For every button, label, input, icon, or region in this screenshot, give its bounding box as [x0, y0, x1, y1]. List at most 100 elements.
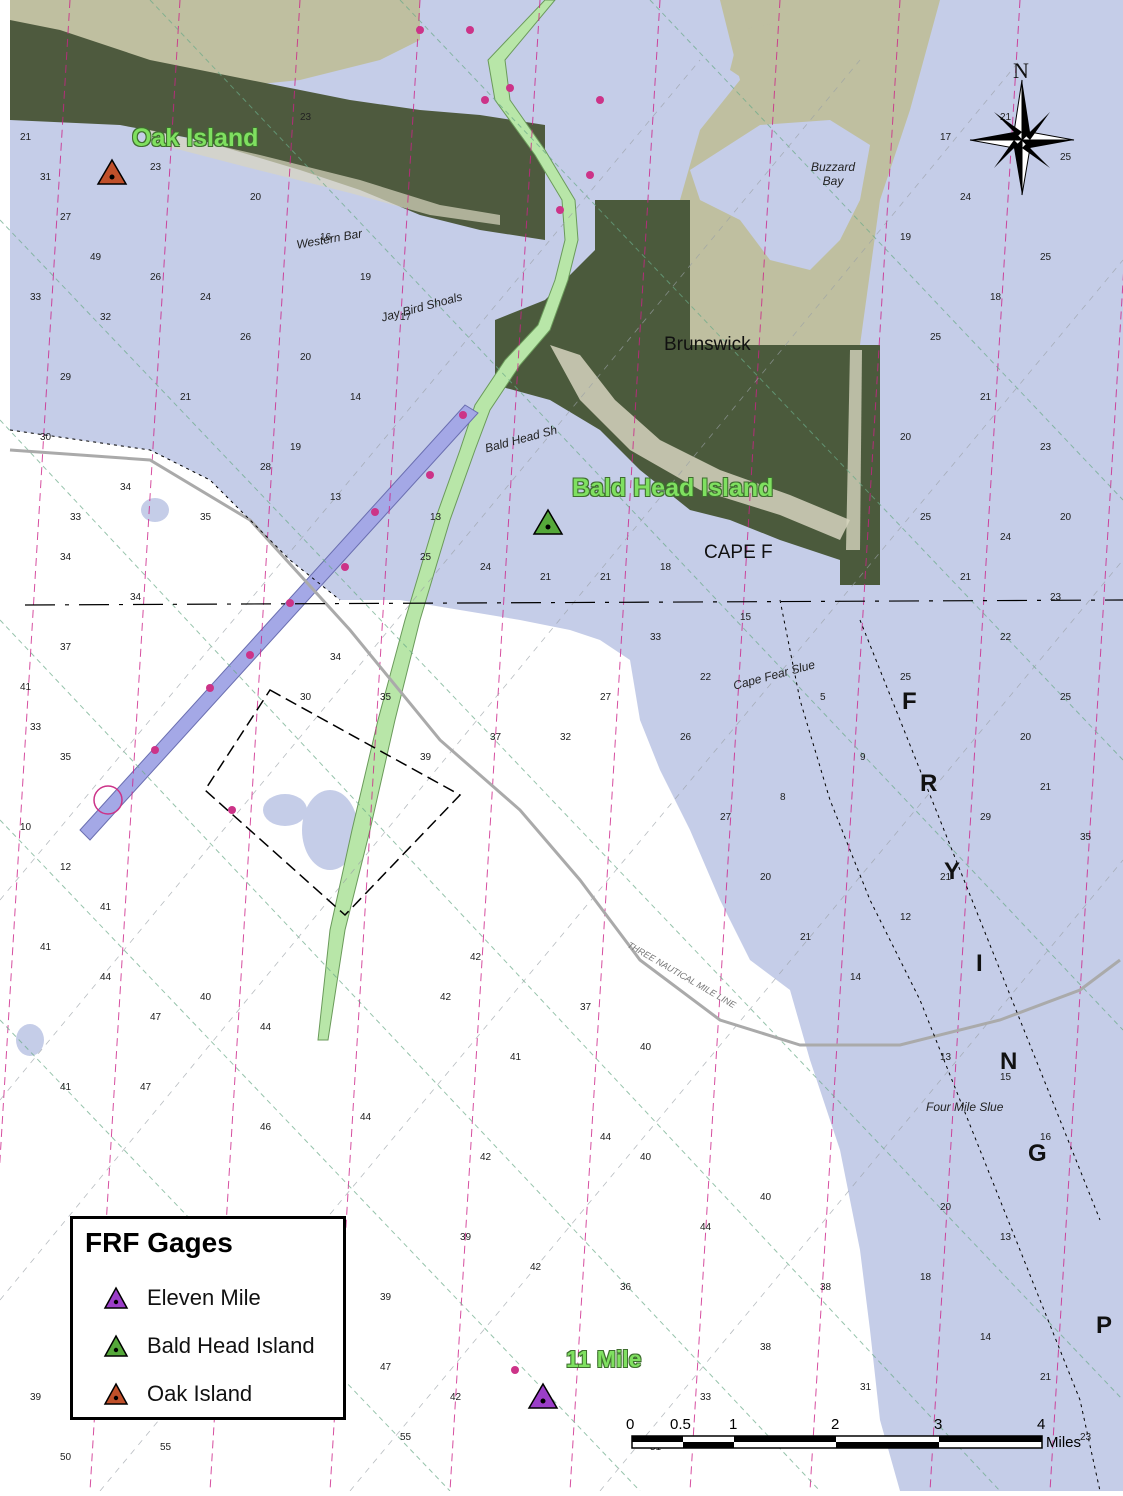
- svg-text:34: 34: [130, 592, 142, 603]
- svg-text:27: 27: [600, 692, 612, 703]
- eleven-mile-gage-icon: [527, 1382, 559, 1409]
- scale-unit-label: Miles: [1046, 1434, 1082, 1451]
- svg-text:12: 12: [900, 912, 912, 923]
- three-nautical-mile-line: [9, 448, 1121, 1047]
- svg-text:13: 13: [330, 492, 342, 503]
- svg-text:35: 35: [200, 512, 212, 523]
- svg-text:38: 38: [820, 1282, 832, 1293]
- bald-head-aerial: [495, 200, 880, 585]
- svg-text:39: 39: [420, 752, 432, 763]
- svg-text:44: 44: [700, 1222, 712, 1233]
- svg-text:39: 39: [460, 1232, 472, 1243]
- svg-text:21: 21: [940, 872, 952, 883]
- svg-text:20: 20: [940, 1202, 952, 1213]
- svg-text:25: 25: [930, 332, 942, 343]
- svg-text:21: 21: [980, 392, 992, 403]
- svg-text:23: 23: [1040, 442, 1052, 453]
- svg-text:15: 15: [1000, 1072, 1012, 1083]
- svg-text:33: 33: [700, 1392, 712, 1403]
- svg-text:47: 47: [140, 1082, 152, 1093]
- disposal-area-box: [204, 689, 462, 917]
- svg-text:26: 26: [150, 272, 162, 283]
- svg-text:20: 20: [300, 352, 312, 363]
- svg-text:20: 20: [250, 192, 262, 203]
- svg-text:24: 24: [480, 562, 492, 573]
- svg-text:25: 25: [1060, 152, 1072, 163]
- svg-text:22: 22: [1000, 632, 1012, 643]
- svg-text:26: 26: [240, 332, 252, 343]
- svg-text:8: 8: [780, 792, 786, 803]
- svg-text:44: 44: [600, 1132, 612, 1143]
- svg-text:25: 25: [1040, 252, 1052, 263]
- svg-text:23: 23: [150, 162, 162, 173]
- brunswick-label: Brunswick: [664, 334, 751, 355]
- svg-text:21: 21: [20, 132, 32, 143]
- svg-text:18: 18: [990, 292, 1002, 303]
- frying-pan-letter: P: [1096, 1312, 1113, 1339]
- svg-text:41: 41: [60, 1082, 72, 1093]
- svg-text:28: 28: [260, 462, 272, 473]
- svg-text:5: 5: [820, 692, 826, 703]
- svg-text:40: 40: [640, 1152, 652, 1163]
- svg-text:14: 14: [980, 1332, 992, 1343]
- svg-text:38: 38: [760, 1342, 772, 1353]
- svg-text:40: 40: [200, 992, 212, 1003]
- triangle-marker-icon: [103, 1382, 129, 1405]
- svg-text:13: 13: [1000, 1232, 1012, 1243]
- svg-text:44: 44: [260, 1022, 272, 1033]
- svg-text:24: 24: [960, 192, 972, 203]
- bald-head-east-beach: [846, 350, 862, 550]
- svg-text:42: 42: [450, 1392, 462, 1403]
- svg-text:35: 35: [60, 752, 72, 763]
- north-label: N: [1013, 58, 1029, 83]
- frying-pan-letter: I: [976, 950, 983, 977]
- shoal-patch: [263, 794, 307, 826]
- marsh-islands: [730, 20, 800, 90]
- oak-island-beach: [150, 130, 500, 225]
- svg-text:20: 20: [900, 432, 912, 443]
- svg-text:19: 19: [900, 232, 912, 243]
- svg-text:39: 39: [380, 1292, 392, 1303]
- frying-pan-letter: Y: [944, 858, 961, 885]
- svg-text:24: 24: [200, 292, 212, 303]
- scale-tick-label: 1: [729, 1416, 738, 1433]
- svg-text:13: 13: [430, 512, 442, 523]
- scale-tick-label: 0: [626, 1416, 635, 1433]
- svg-text:41: 41: [40, 942, 52, 953]
- svg-text:30: 30: [40, 432, 52, 443]
- bald-head-island-label: Bald Head Island: [572, 474, 774, 502]
- svg-text:18: 18: [920, 1272, 932, 1283]
- svg-text:25: 25: [1060, 692, 1072, 703]
- shoal-patch: [141, 498, 169, 522]
- svg-text:33: 33: [70, 512, 82, 523]
- bald-head-beach: [550, 345, 850, 540]
- svg-text:21: 21: [540, 572, 552, 583]
- svg-text:39: 39: [30, 1392, 42, 1403]
- frying-pan-letter: F: [902, 688, 917, 715]
- svg-text:19: 19: [360, 272, 372, 283]
- four-mile-slue-label: Four Mile Slue: [926, 1100, 1004, 1114]
- scale-tick-label: 4: [1037, 1416, 1046, 1433]
- scale-bar: [631, 1435, 1043, 1449]
- svg-text:37: 37: [60, 642, 72, 653]
- legend-item-oak-island: Oak Island: [103, 1379, 252, 1409]
- svg-text:31: 31: [860, 1382, 872, 1393]
- svg-text:21: 21: [600, 572, 612, 583]
- svg-text:21: 21: [960, 572, 972, 583]
- svg-text:42: 42: [480, 1152, 492, 1163]
- svg-text:44: 44: [100, 972, 112, 983]
- svg-text:55: 55: [400, 1432, 412, 1443]
- svg-text:29: 29: [980, 812, 992, 823]
- svg-text:30: 30: [300, 692, 312, 703]
- svg-text:19: 19: [290, 442, 302, 453]
- north-arrow-icon: [969, 79, 1075, 196]
- svg-text:42: 42: [530, 1262, 542, 1273]
- legend-item-bald-head-island: Bald Head Island: [103, 1331, 315, 1361]
- svg-text:20: 20: [760, 872, 772, 883]
- triangle-marker-icon: [103, 1286, 129, 1309]
- svg-text:55: 55: [160, 1442, 172, 1453]
